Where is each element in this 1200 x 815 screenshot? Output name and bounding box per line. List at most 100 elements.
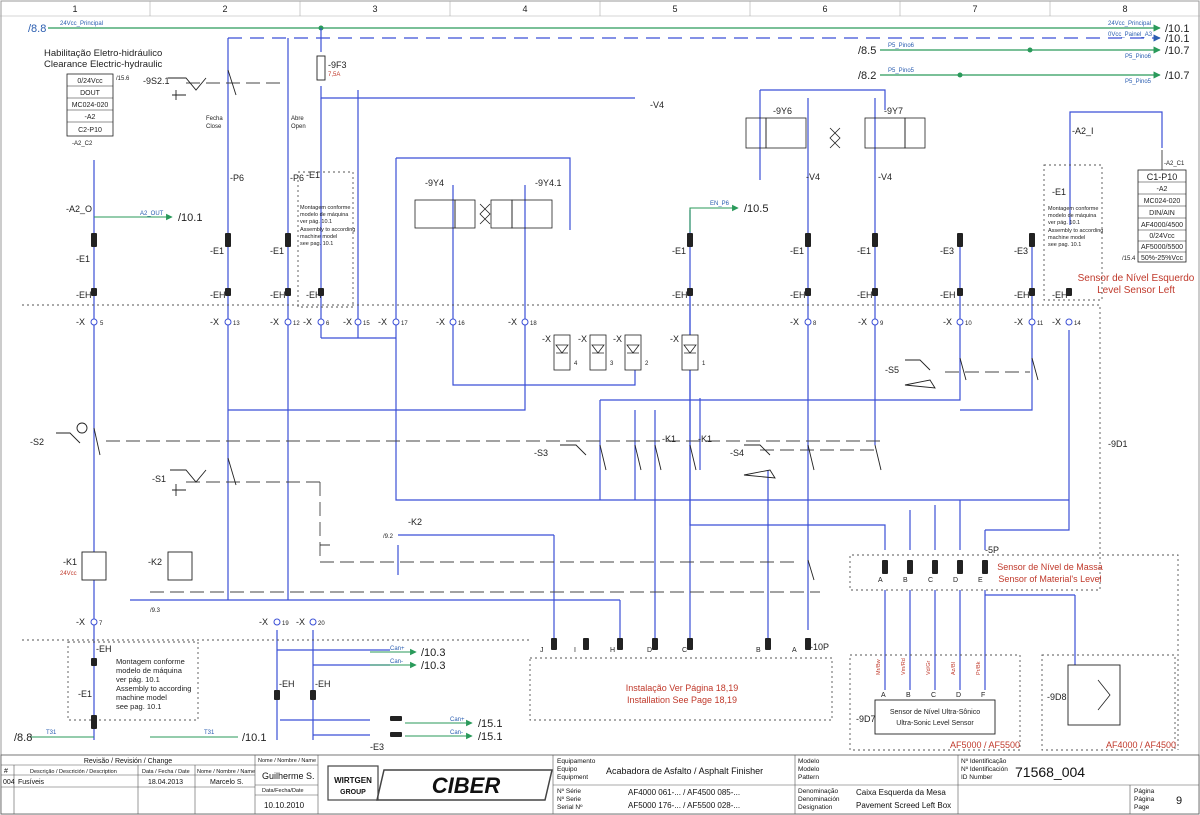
wire-label-0v-painel: 0Vcc_Painel_A3 (1108, 32, 1153, 38)
limit-switches (56, 357, 1039, 581)
page-label-1: Página (1134, 788, 1155, 795)
svg-text:modelo de máquina: modelo de máquina (300, 212, 349, 218)
s2-label: -S2 (30, 437, 44, 447)
svg-text:5: 5 (100, 321, 104, 327)
svg-text:H: H (610, 647, 615, 654)
left-box-row-1: 0/24Vcc (77, 78, 103, 85)
ref-15-1-a: /15.1 (478, 718, 502, 730)
af4000-label: AF4000 / AF4500 (1106, 740, 1176, 750)
svg-text:2: 2 (645, 361, 649, 367)
ref-10-3-a: /10.3 (421, 647, 445, 659)
svg-text:see pag. 10.1: see pag. 10.1 (1048, 242, 1081, 248)
mount-note-right: Montagem conforme modelo de máquina ver … (1048, 206, 1103, 248)
right-box-row-1: C1-P10 (1147, 172, 1178, 182)
close-en: Close (206, 124, 222, 130)
svg-text:Pr/Bk: Pr/Bk (976, 661, 982, 675)
x-terminal-7: -X (76, 617, 85, 627)
e1-label-1: -E1 (76, 254, 90, 264)
sensor-left-label-en: Level Sensor Left (1097, 285, 1175, 296)
wire-label-a2-out: A2_OUT (140, 211, 164, 217)
rev-col-name: Nome / Nombre / Name (197, 769, 255, 775)
e1-label-7: -E1 (857, 246, 871, 256)
wiring-blue (93, 28, 1076, 740)
wire-label-can-minus: Can- (390, 659, 403, 665)
column-3: 3 (372, 4, 377, 14)
svg-text:7: 7 (99, 621, 103, 627)
serial-label-2: Nº Serie (557, 796, 581, 803)
ref-15-4: /15.4 (1122, 256, 1136, 262)
a2-o-label: -A2_O (66, 204, 92, 214)
ref-10-1-c: /10.1 (178, 212, 202, 224)
s4-label: -S4 (730, 448, 744, 458)
svg-text:10: 10 (965, 321, 972, 327)
connector-labels: -A2_O -E1 -EH -E1 -EH -E1 -EH -E1 -EH -P… (66, 100, 1094, 752)
ref-8-2: /8.2 (858, 70, 876, 82)
right-box-row-5: AF4000/4500 (1141, 222, 1183, 229)
v4-label-b: -V4 (878, 172, 892, 182)
eh-label-1: -EH (76, 290, 92, 300)
denom-label-3: Designation (798, 804, 833, 811)
wire-label-a2-c1: -A2_C1 (1164, 161, 1185, 167)
svg-text:Ultra-Sonic Level Sensor: Ultra-Sonic Level Sensor (896, 720, 974, 727)
svg-text:Mr/Bw: Mr/Bw (876, 659, 882, 675)
fuse-9f3: -9F3 7,5A (316, 55, 347, 81)
svg-text:Vd/Gr: Vd/Gr (926, 660, 932, 675)
id-label-1: Nº Identificação (961, 758, 1007, 765)
eh-label-9: -EH (1014, 290, 1030, 300)
left-box-row-5: C2-P10 (78, 127, 102, 134)
right-module-box: C1-P10 -A2 MC024-020 DIN/AIN AF4000/4500… (1069, 111, 1195, 296)
left-box-row-3: MC024-020 (72, 102, 109, 109)
svg-text:D: D (953, 577, 958, 584)
x-terminal-8: -X (790, 317, 799, 327)
wire-label-p5-pino6: P5_Pino6 (888, 43, 915, 49)
a2-i-label: -A2_I (1072, 126, 1094, 136)
ciber-logo: CIBER (376, 769, 553, 801)
valve-9y7-label: -9Y7 (884, 106, 903, 116)
left-box-title-en: Clearance Electric-hydraulic (44, 59, 163, 70)
e3-bottom-label: -E3 (370, 742, 384, 752)
svg-text:modelo de máquina: modelo de máquina (116, 666, 183, 675)
rev-num: 004 (3, 779, 15, 786)
svg-text:1: 1 (702, 361, 706, 367)
s1-label: -S1 (152, 474, 166, 484)
open-en: Open (291, 124, 306, 130)
column-2: 2 (222, 4, 227, 14)
revision-header: Revisão / Revisión / Change (84, 758, 172, 765)
p10-label: -10P (810, 642, 829, 652)
page-value: 9 (1176, 795, 1182, 807)
wire-label-can-plus-2: Can+ (450, 717, 465, 723)
svg-text:Sensor de Nível Ultra-Sônico: Sensor de Nível Ultra-Sônico (890, 709, 980, 716)
terminal-strip-x: -X -X -X -X -X -X -X -X -X -X -X -X -X -… (76, 317, 1081, 627)
ref-10-5: /10.5 (744, 203, 768, 215)
x-terminal-6: -X (303, 317, 312, 327)
p6-label-1: -P6 (230, 173, 244, 183)
svg-text:machine model: machine model (116, 693, 167, 702)
wire-label-p5-pino6-right: P5_Pino6 (1125, 54, 1152, 60)
wire-label-en-p6: EN_P6 (710, 201, 730, 207)
install-note-pt: Instalação Ver Página 18,19 (626, 683, 739, 693)
s3-label: -S3 (534, 448, 548, 458)
equip-label-3: Equipment (557, 774, 588, 781)
valve-9y41-label: -9Y4.1 (535, 178, 562, 188)
right-box-row-7: AF5000/5500 (1141, 244, 1183, 251)
column-1: 1 (72, 4, 77, 14)
model-label-3: Pattern (798, 774, 819, 781)
svg-text:WIRTGEN: WIRTGEN (334, 776, 372, 785)
svg-text:machine model: machine model (1048, 235, 1085, 241)
wire-label-can-plus: Can+ (390, 646, 405, 652)
serial-value-2: AF5000 176-... / AF5500 028-... (628, 801, 740, 810)
x-terminal-10: -X (943, 317, 952, 327)
id-label-2: Nº Identificación (961, 766, 1008, 773)
k1-contact-label-2: -K1 (698, 434, 712, 444)
svg-text:A: A (881, 692, 886, 699)
eh-label-6: -EH (790, 290, 806, 300)
denom-label-2: Denominación (798, 796, 840, 803)
ref-9-3: /9.3 (150, 608, 161, 614)
svg-text:machine model: machine model (300, 234, 337, 240)
svg-text:CIBER: CIBER (432, 773, 501, 798)
v4-label-a: -V4 (806, 172, 820, 182)
x-terminal-14: -X (1052, 317, 1061, 327)
p5-label: -5P (985, 545, 999, 555)
svg-text:3: 3 (610, 361, 614, 367)
